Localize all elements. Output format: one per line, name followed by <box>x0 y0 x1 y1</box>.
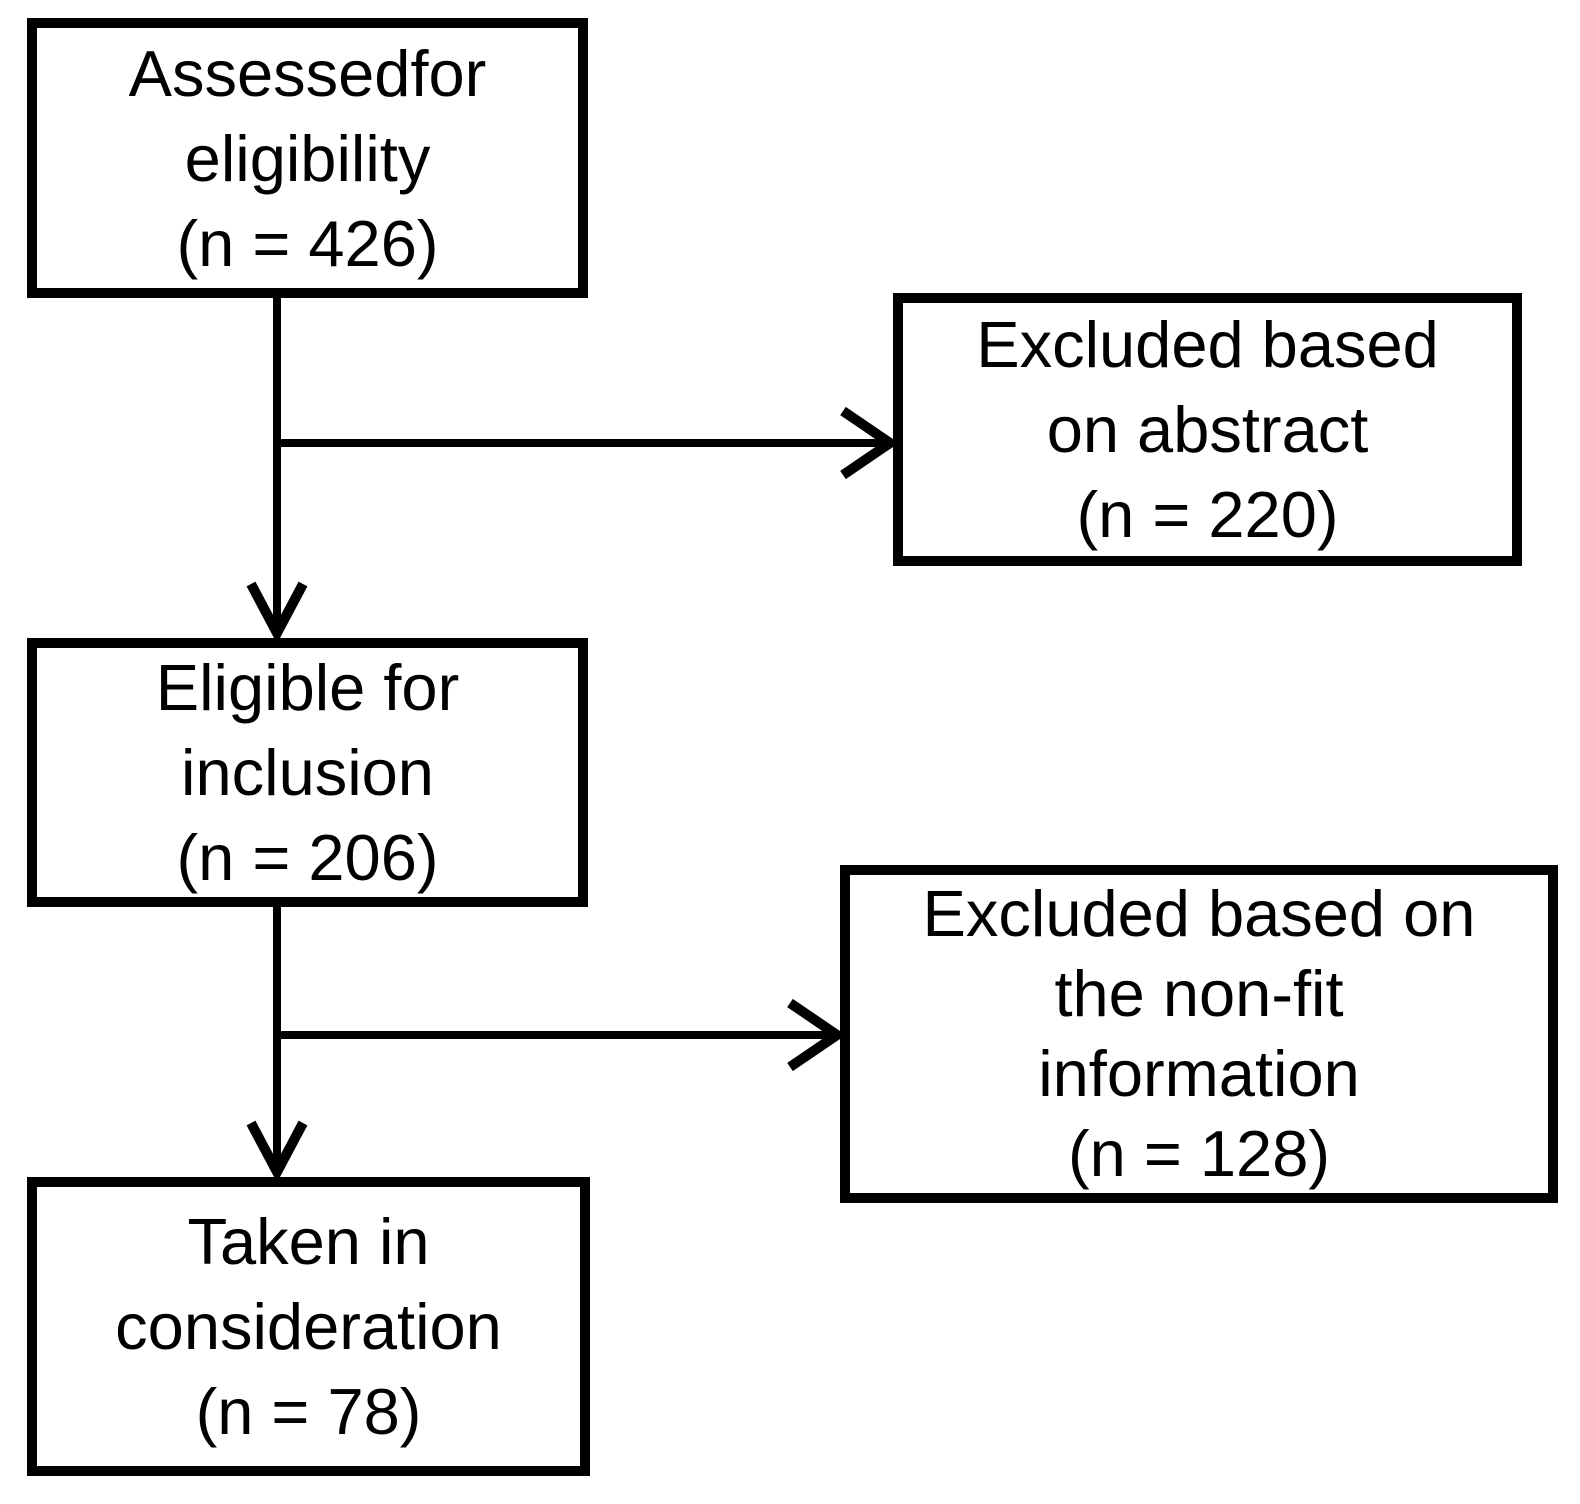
flow-box-eligible-for-inclusion: Eligible for inclusion (n = 206) <box>27 638 588 907</box>
box-count-line: (n = 128) <box>1068 1117 1330 1190</box>
box-text-line: inclusion <box>181 736 434 809</box>
arrowhead-right-icon <box>840 406 899 480</box>
box-count-line: (n = 426) <box>176 206 439 280</box>
box-text-line: consideration <box>115 1290 502 1363</box>
box-count-line: (n = 220) <box>1076 478 1339 551</box>
box-text-line: Taken in <box>187 1205 430 1278</box>
box-count-line: (n = 206) <box>176 821 439 894</box>
box-text-line: eligibility <box>184 121 431 195</box>
box-text-line: Eligible for <box>155 651 460 724</box>
arrowhead-down-icon <box>246 1120 308 1183</box>
box-text-line: on abstract <box>1046 393 1369 466</box>
flow-box-taken-in-consideration: Taken in consideration (n = 78) <box>27 1177 590 1476</box>
arrowhead-down-icon <box>246 581 308 644</box>
box-text-line: the non-fit <box>1054 957 1344 1030</box>
flow-box-excluded-non-fit-information: Excluded based on the non-fit informatio… <box>840 865 1558 1203</box>
box-text-line: Assessedfor <box>128 36 487 110</box>
box-text-line: Excluded based on <box>922 877 1476 950</box>
box-text-line: information <box>1038 1037 1360 1110</box>
box-count-line: (n = 78) <box>195 1375 422 1448</box>
box-text-line: Excluded based <box>976 308 1439 381</box>
arrowhead-right-icon <box>787 998 846 1072</box>
flow-box-assessed-for-eligibility: Assessedfor eligibility (n = 426) <box>27 18 588 298</box>
flow-box-excluded-based-on-abstract: Excluded based on abstract (n = 220) <box>893 293 1522 566</box>
